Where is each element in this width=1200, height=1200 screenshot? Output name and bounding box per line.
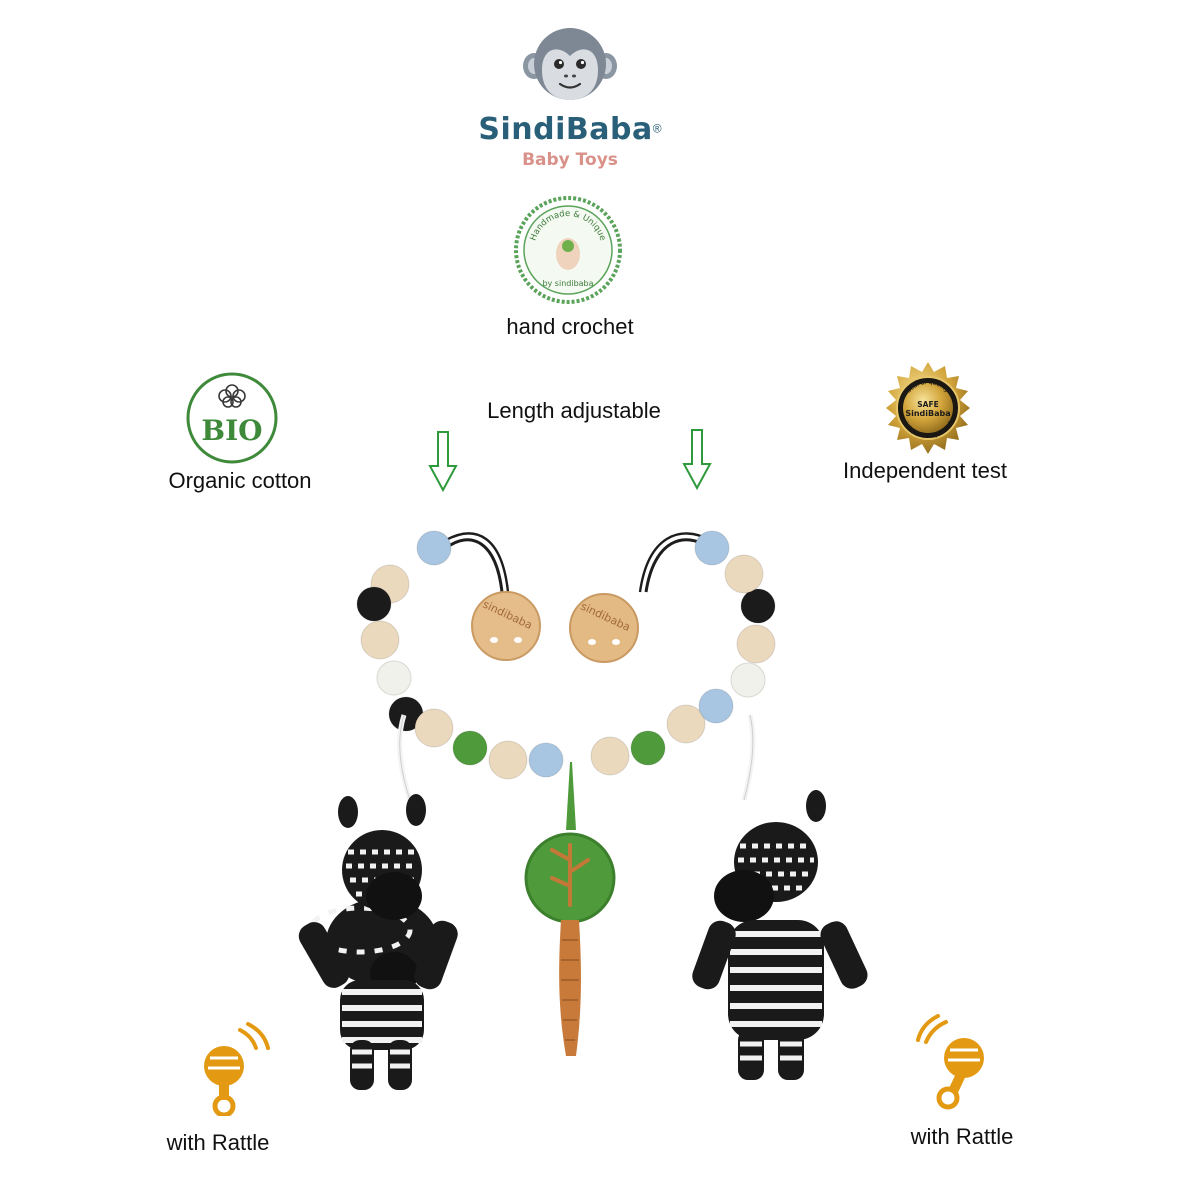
bead-black (356, 586, 392, 622)
bead-blue (528, 742, 564, 778)
handmade-seal-bottom-text: by sindibaba (542, 279, 593, 288)
brand-name: SindiBaba® (470, 112, 670, 147)
stroller-chain-illustration: sindibaba sindibaba (298, 530, 868, 1090)
bead-black (740, 588, 776, 624)
monkey-face-icon (523, 28, 617, 100)
zebra-left (298, 794, 458, 1090)
quality-seal-safe-text: SAFE (917, 400, 938, 409)
bead-wood (724, 554, 764, 594)
bead-blue (416, 530, 452, 566)
rattle-caption-left: with Rattle (166, 1130, 270, 1155)
rattle-icon-left (196, 1020, 276, 1116)
tree-pendant (524, 832, 616, 1056)
organic-cotton-caption: Organic cotton (168, 468, 312, 493)
bead-wood (736, 624, 776, 664)
zebra-right (692, 790, 868, 1080)
bead-green (630, 730, 666, 766)
wooden-clip-left: sindibaba (471, 591, 541, 661)
bead-green (452, 730, 488, 766)
brand-subtitle: Baby Toys (522, 150, 618, 170)
brand-logo (522, 26, 618, 104)
quality-seal-brand-text: SindiBaba (905, 409, 950, 418)
registered-mark: ® (652, 121, 662, 136)
quality-seal: seal of quality SAFE SindiBaba independe… (880, 360, 976, 456)
bead-white (730, 662, 766, 698)
bead-white (376, 660, 412, 696)
product-photo: sindibaba sindibaba (270, 500, 930, 1100)
wooden-clip-right: sindibaba (569, 593, 639, 663)
bio-seal: BIO (184, 370, 280, 466)
arrow-down-icon (428, 430, 458, 494)
rattle-caption-right: with Rattle (910, 1124, 1014, 1149)
bead-wood (360, 620, 400, 660)
bead-wood (414, 708, 454, 748)
length-adjustable-label: Length adjustable (487, 398, 661, 423)
brand-name-text: SindiBaba (478, 112, 653, 147)
bio-seal-text: BIO (201, 414, 262, 447)
rattle-icon-right (912, 1014, 992, 1110)
independent-test-caption: Independent test (843, 458, 1007, 483)
bead-wood (666, 704, 706, 744)
handmade-seal: Handmade & Unique by sindibaba (512, 194, 624, 306)
bead-blue (694, 530, 730, 566)
hand-crochet-caption: hand crochet (506, 314, 634, 339)
cotton-flower-icon (218, 384, 246, 408)
bead-chain (356, 530, 776, 780)
bead-wood (488, 740, 528, 780)
bead-wood (590, 736, 630, 776)
bead-blue (698, 688, 734, 724)
arrow-down-icon-right (682, 428, 712, 492)
